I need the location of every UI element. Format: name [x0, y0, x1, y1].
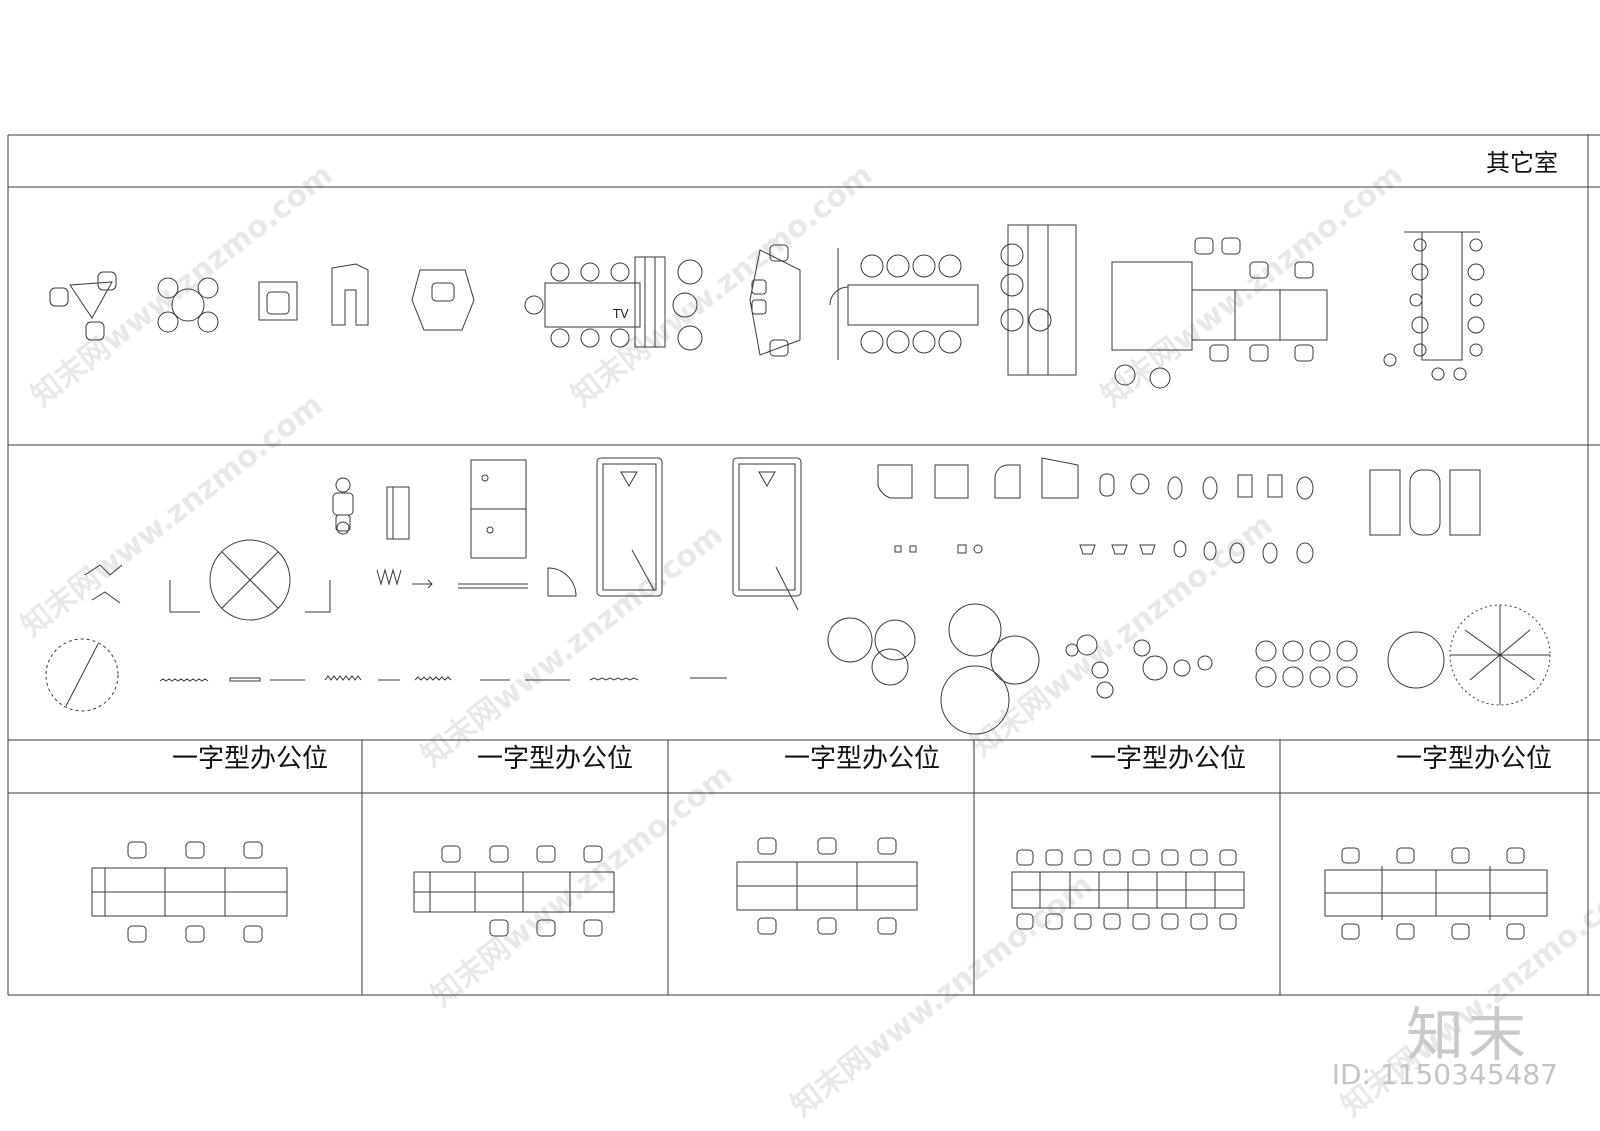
desk-with-chair — [411, 269, 475, 331]
round-tables-grid — [1255, 640, 1358, 688]
pingpong-table — [458, 459, 528, 589]
brand-logo: 知末 — [1405, 1001, 1530, 1069]
tv-label: TV — [612, 307, 629, 321]
pool-table-1 — [596, 457, 663, 597]
revolving-door — [209, 539, 291, 621]
pool-table-2 — [732, 457, 802, 611]
sliding-door-symbol — [376, 486, 433, 589]
curtain-line-symbols — [159, 675, 727, 682]
category-title-4: 一字型办公位 — [1090, 744, 1247, 774]
section-title: 其它室 — [1486, 149, 1558, 177]
barber-chair — [332, 477, 354, 535]
category-title-2: 一字型办公位 — [477, 744, 634, 774]
sofa-corner — [331, 263, 369, 326]
workstation-layout-5 — [1324, 847, 1548, 940]
workstation-layout-3 — [736, 837, 918, 935]
sheet-grid — [7, 134, 1600, 996]
small-fixtures-row — [894, 540, 1314, 564]
door-arc — [547, 567, 577, 597]
desk-cluster — [1111, 237, 1328, 389]
shower-and-sanitary-symbols — [877, 457, 1314, 500]
reception-desk — [1000, 224, 1077, 376]
category-title-1: 一字型办公位 — [172, 744, 329, 774]
workstation-layout-2 — [413, 845, 615, 937]
door-swing-symbols — [84, 564, 331, 613]
workstation-layout-4 — [1011, 849, 1245, 930]
triangle-table-set — [49, 271, 117, 341]
armchair-square — [258, 281, 298, 321]
conference-table-long — [749, 244, 979, 360]
conference-table-tv — [524, 256, 703, 351]
category-title-5: 一字型办公位 — [1396, 744, 1553, 774]
bathtubs — [1369, 469, 1481, 536]
tree-plan-symbols — [827, 603, 1213, 735]
workstation-layout-1 — [91, 841, 288, 943]
asset-id: ID: 1150345487 — [1331, 1058, 1558, 1091]
round-table-four-chairs — [157, 277, 219, 333]
pod-table — [1383, 231, 1485, 381]
large-tree-symbols — [1387, 604, 1551, 706]
circle-door-symbol — [45, 638, 119, 712]
category-title-3: 一字型办公位 — [784, 744, 941, 774]
